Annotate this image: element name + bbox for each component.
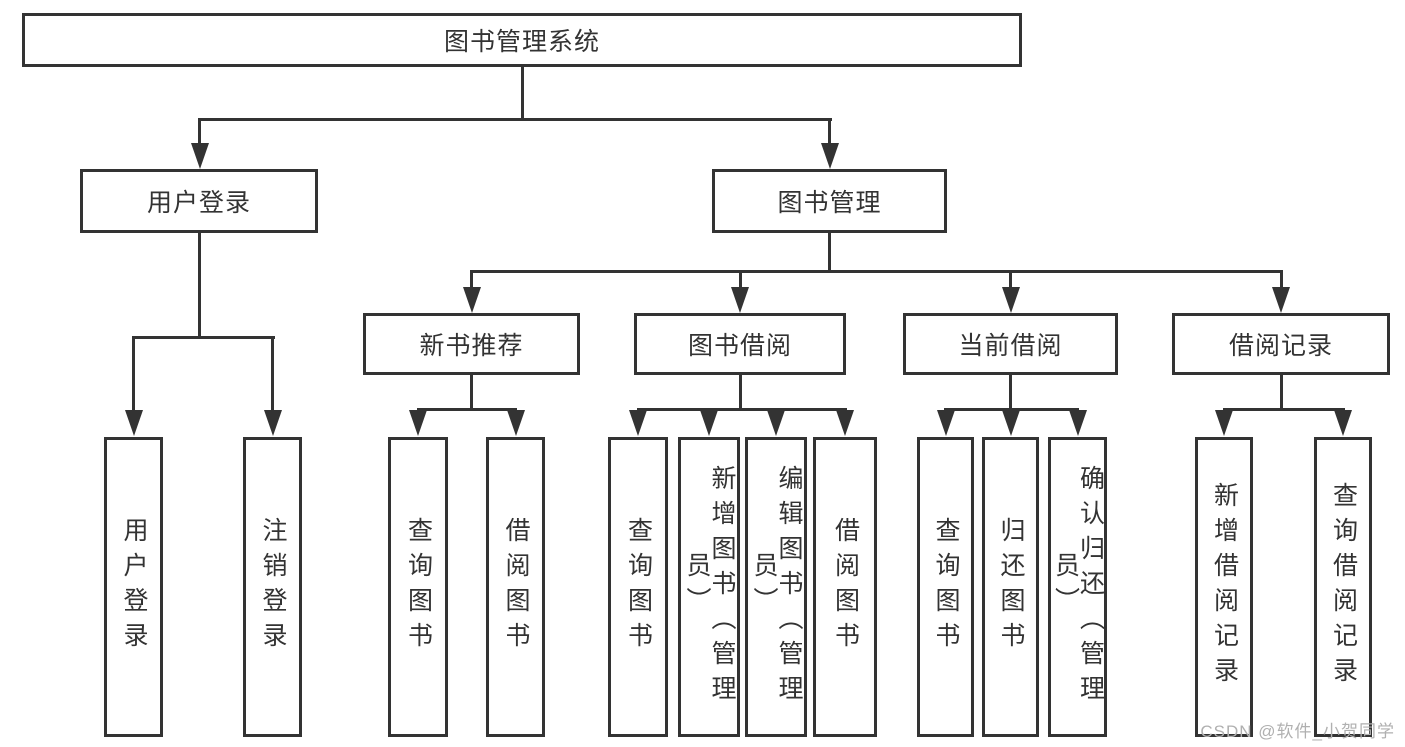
leaf-edit-books-admin: 编辑图书（管理员） bbox=[745, 437, 807, 737]
connector-line bbox=[1009, 273, 1012, 289]
connector-line bbox=[198, 118, 832, 121]
connector-line bbox=[828, 233, 831, 270]
leaf-query-books-borrowing: 查询图书 bbox=[608, 437, 668, 737]
arrow-down-icon bbox=[731, 287, 749, 313]
connector-line bbox=[1009, 375, 1012, 408]
connector-line bbox=[739, 273, 742, 289]
arrow-down-icon bbox=[409, 410, 427, 436]
arrow-down-icon bbox=[191, 143, 209, 169]
node-book-management: 图书管理 bbox=[712, 169, 947, 233]
connector-line bbox=[470, 273, 473, 289]
connector-line bbox=[132, 339, 135, 411]
connector-line bbox=[1280, 273, 1283, 289]
leaf-return-books: 归还图书 bbox=[982, 437, 1039, 737]
leaf-add-borrow-record: 新增借阅记录 bbox=[1195, 437, 1253, 737]
node-new-book-recommend: 新书推荐 bbox=[363, 313, 580, 375]
arrow-down-icon bbox=[1002, 287, 1020, 313]
connector-line bbox=[1280, 375, 1283, 408]
connector-line bbox=[521, 67, 524, 120]
arrow-down-icon bbox=[1069, 410, 1087, 436]
arrow-down-icon bbox=[821, 143, 839, 169]
node-library-management-system: 图书管理系统 bbox=[22, 13, 1022, 67]
arrow-down-icon bbox=[937, 410, 955, 436]
arrow-down-icon bbox=[629, 410, 647, 436]
arrow-down-icon bbox=[1215, 410, 1233, 436]
connector-line bbox=[417, 408, 517, 411]
connector-line bbox=[198, 121, 201, 145]
arrow-down-icon bbox=[125, 410, 143, 436]
leaf-borrow-books-recommend: 借阅图书 bbox=[486, 437, 545, 737]
arrow-down-icon bbox=[767, 410, 785, 436]
csdn-watermark: CSDN @软件_小贺同学 bbox=[1200, 722, 1395, 741]
leaf-query-books-recommend: 查询图书 bbox=[388, 437, 448, 737]
arrow-down-icon bbox=[1272, 287, 1290, 313]
connector-line bbox=[637, 408, 847, 411]
leaf-confirm-return-admin: 确认归还（管理员） bbox=[1048, 437, 1107, 737]
leaf-query-books-current: 查询图书 bbox=[917, 437, 974, 737]
node-book-borrowing: 图书借阅 bbox=[634, 313, 846, 375]
arrow-down-icon bbox=[507, 410, 525, 436]
leaf-query-borrow-record: 查询借阅记录 bbox=[1314, 437, 1372, 737]
leaf-user-login: 用户登录 bbox=[104, 437, 163, 737]
connector-line bbox=[132, 336, 275, 339]
connector-line bbox=[828, 121, 831, 145]
connector-line bbox=[1223, 408, 1345, 411]
arrow-down-icon bbox=[463, 287, 481, 313]
connector-line bbox=[739, 375, 742, 408]
arrow-down-icon bbox=[700, 410, 718, 436]
node-current-borrowing: 当前借阅 bbox=[903, 313, 1118, 375]
connector-line bbox=[944, 408, 1079, 411]
node-borrowing-records: 借阅记录 bbox=[1172, 313, 1390, 375]
leaf-logout: 注销登录 bbox=[243, 437, 302, 737]
leaf-borrow-books: 借阅图书 bbox=[813, 437, 877, 737]
connector-line bbox=[470, 375, 473, 408]
node-user-login: 用户登录 bbox=[80, 169, 318, 233]
connector-line bbox=[271, 339, 274, 411]
arrow-down-icon bbox=[1002, 410, 1020, 436]
leaf-add-books-admin: 新增图书（管理员） bbox=[678, 437, 740, 737]
arrow-down-icon bbox=[264, 410, 282, 436]
connector-line bbox=[198, 233, 201, 336]
arrow-down-icon bbox=[836, 410, 854, 436]
connector-line bbox=[470, 270, 1283, 273]
arrow-down-icon bbox=[1334, 410, 1352, 436]
